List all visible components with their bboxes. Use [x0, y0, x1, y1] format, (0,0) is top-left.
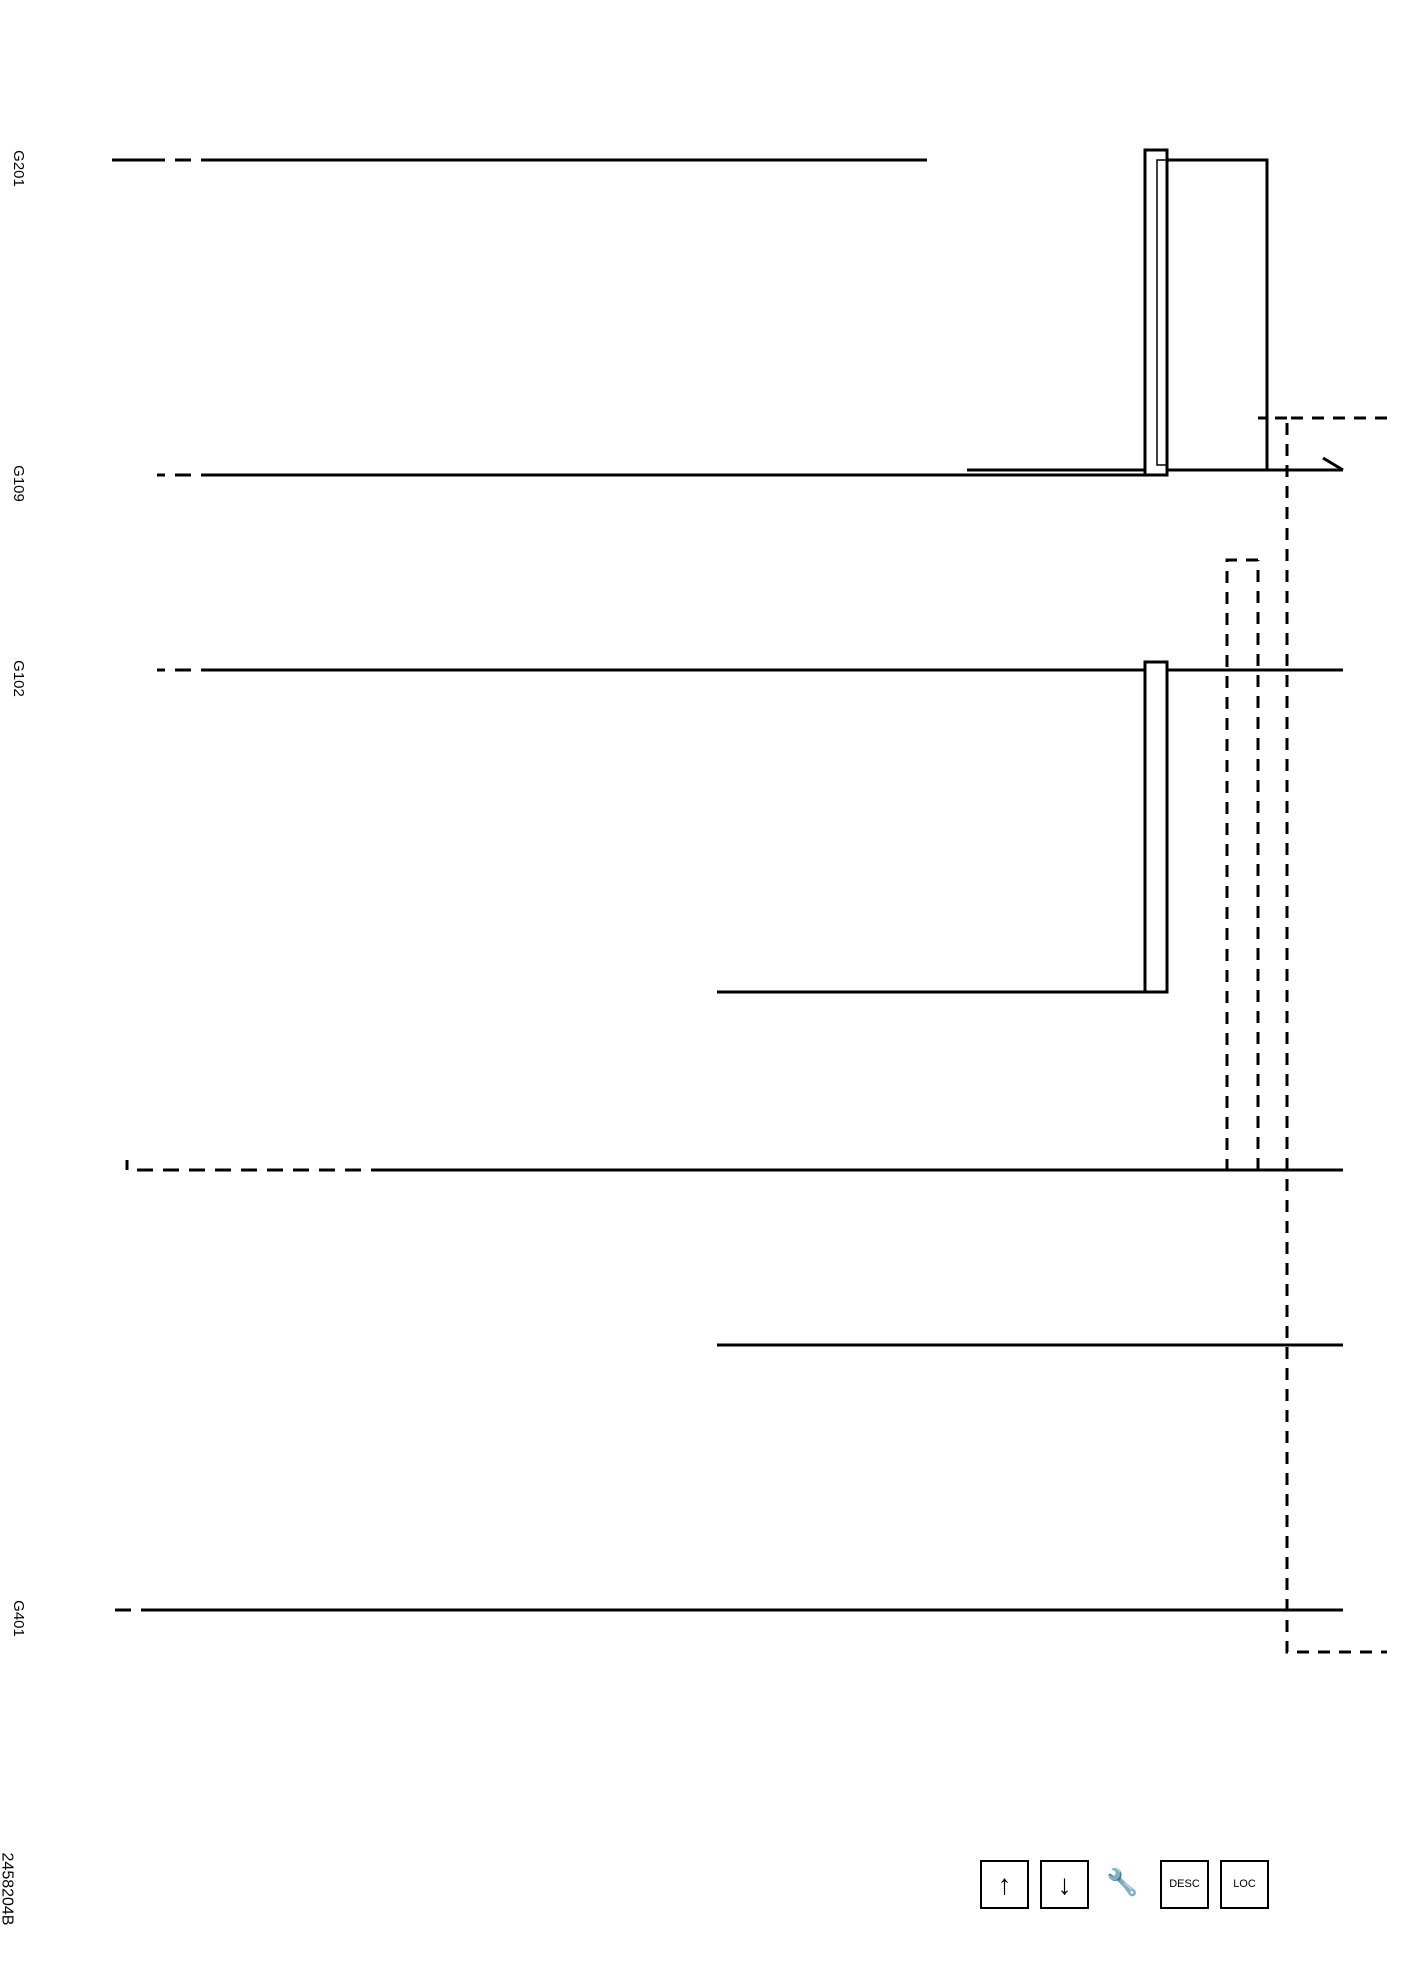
splice-j234 — [1143, 148, 1169, 477]
splice-j230 — [1143, 660, 1169, 994]
switch-bar-2 — [1322, 456, 1344, 472]
k9-module-border — [1285, 416, 1387, 1654]
up-button[interactable]: ↑ — [980, 1860, 1029, 1909]
k9-inner-box — [1225, 558, 1260, 1172]
down-arrow-icon: ↓ — [1057, 1869, 1072, 1900]
desc-button[interactable]: DESC — [1160, 1860, 1209, 1909]
wire-2550-dash — [125, 1160, 387, 1172]
schematic-rotated — [112, 148, 1387, 1654]
wrench-arrows-icon: 🔧 — [1106, 1867, 1139, 1897]
wire-j234-link — [1167, 158, 1269, 470]
up-arrow-icon: ↑ — [997, 1869, 1012, 1900]
down-button[interactable]: ↓ — [1040, 1860, 1089, 1909]
loc-label: LOC — [1233, 1878, 1256, 1890]
desc-label: DESC — [1169, 1878, 1200, 1890]
loc-button[interactable]: LOC — [1220, 1860, 1269, 1909]
splice-j234-inner — [1156, 159, 1168, 466]
tool-button[interactable]: 🔧 — [1100, 1860, 1145, 1905]
